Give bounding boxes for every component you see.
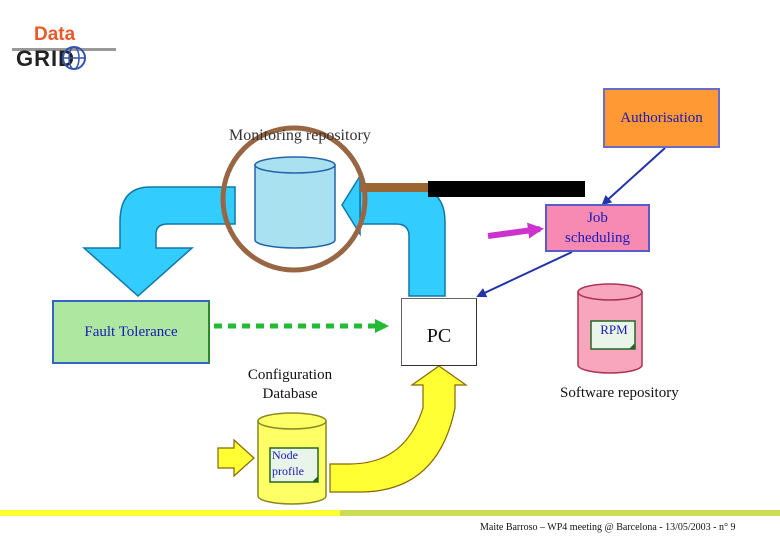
software-repository-label: Software repository <box>560 385 679 401</box>
configuration-label-2: Database <box>262 385 318 402</box>
monitoring-repository-label: Monitoring repository <box>229 127 371 144</box>
yellow-arrow-to-pc <box>329 365 468 493</box>
job-scheduling-box: Job scheduling <box>545 204 650 252</box>
pc-label: PC <box>426 324 452 347</box>
footer-credit: Maite Barroso – WP4 meeting @ Barcelona … <box>480 522 736 533</box>
job-scheduling-label-2: scheduling <box>565 230 630 246</box>
configuration-database-label: Configuration Database <box>240 366 340 404</box>
node-profile-label-2: profile <box>272 463 304 478</box>
auth-to-job-arrow <box>601 147 666 206</box>
software-repository-cylinder <box>577 283 643 374</box>
configuration-label-1: Configuration <box>247 367 333 383</box>
job-scheduling-label-1: Job <box>587 209 608 226</box>
monitoring-highlight-circle <box>220 125 368 273</box>
datagrid-logo: Data GRID <box>12 24 116 71</box>
rpm-label: RPM <box>600 322 628 337</box>
purple-arrow <box>487 222 544 239</box>
logo-data-text: Data <box>34 24 76 45</box>
fault-tolerance-label: Fault Tolerance <box>84 323 178 340</box>
pc-box: PC <box>401 298 477 366</box>
footer-bar <box>0 510 780 516</box>
yellow-arrow-in <box>217 438 255 478</box>
rpm-card <box>590 320 636 350</box>
cyan-arrow-left <box>82 186 236 298</box>
authorisation-label: Authorisation <box>620 110 703 126</box>
brown-connector-bar <box>360 183 430 192</box>
configuration-cylinder <box>257 412 327 505</box>
job-to-pc-arrow <box>476 251 573 298</box>
black-connector-bar <box>428 181 585 197</box>
node-profile-label: Node profile <box>272 448 304 479</box>
monitoring-cylinder <box>254 156 336 249</box>
cyan-arrow-right <box>341 173 446 297</box>
node-profile-card <box>269 447 319 483</box>
node-profile-label-1: Node <box>272 448 298 462</box>
authorisation-box: Authorisation <box>603 88 720 148</box>
fault-tolerance-box: Fault Tolerance <box>52 300 210 364</box>
